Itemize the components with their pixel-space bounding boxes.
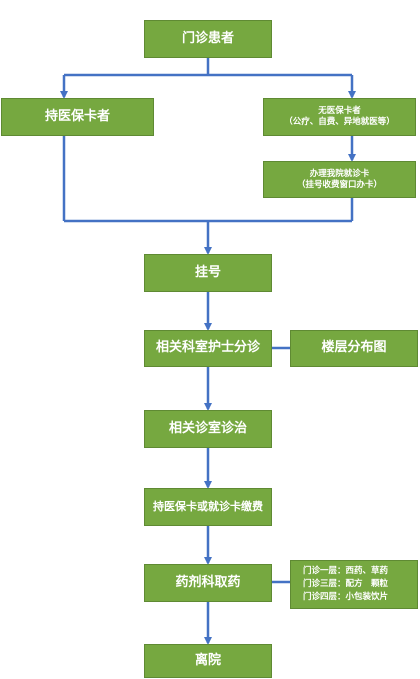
node-get-card-line1: 办理我院就诊卡 <box>309 168 370 179</box>
node-pharmacy-info: 门诊一层：西药、草药 门诊三层：配方 颗粒 门诊四层：小包装饮片 <box>290 560 418 609</box>
node-without-card: 无医保卡者 （公疗、自费、异地就医等） <box>263 98 416 136</box>
node-floor-map: 楼层分布图 <box>290 330 418 367</box>
node-floor-map-label: 楼层分布图 <box>321 340 387 356</box>
pharmacy-info-line3: 门诊四层：小包装饮片 <box>303 592 389 603</box>
node-without-card-line2: （公疗、自费、异地就医等） <box>284 117 395 127</box>
node-outpatient-label: 门诊患者 <box>181 30 234 46</box>
node-with-card: 持医保卡者 <box>1 98 154 136</box>
node-with-card-label: 持医保卡者 <box>44 108 110 124</box>
node-pharmacy-label: 药剂科取药 <box>175 574 241 590</box>
node-consult: 相关诊室诊治 <box>144 410 272 448</box>
node-get-card-line2: （挂号收费窗口办卡） <box>296 179 382 190</box>
node-pay: 持医保卡或就诊卡缴费 <box>144 488 272 526</box>
node-get-card: 办理我院就诊卡 （挂号收费窗口办卡） <box>263 161 416 198</box>
pharmacy-info-line1: 门诊一层：西药、草药 <box>303 565 389 576</box>
node-pharmacy: 药剂科取药 <box>144 564 272 602</box>
node-leave: 离院 <box>144 644 272 678</box>
node-register: 挂号 <box>144 254 272 292</box>
node-triage: 相关科室护士分诊 <box>144 330 272 367</box>
node-without-card-line1: 无医保卡者 <box>318 106 361 117</box>
node-leave-label: 离院 <box>194 652 221 668</box>
node-outpatient: 门诊患者 <box>144 20 272 58</box>
node-pay-label: 持医保卡或就诊卡缴费 <box>153 500 263 514</box>
pharmacy-info-line2: 门诊三层：配方 颗粒 <box>303 578 389 589</box>
node-consult-label: 相关诊室诊治 <box>168 420 247 436</box>
node-register-label: 挂号 <box>194 264 221 280</box>
node-triage-label: 相关科室护士分诊 <box>155 340 260 356</box>
